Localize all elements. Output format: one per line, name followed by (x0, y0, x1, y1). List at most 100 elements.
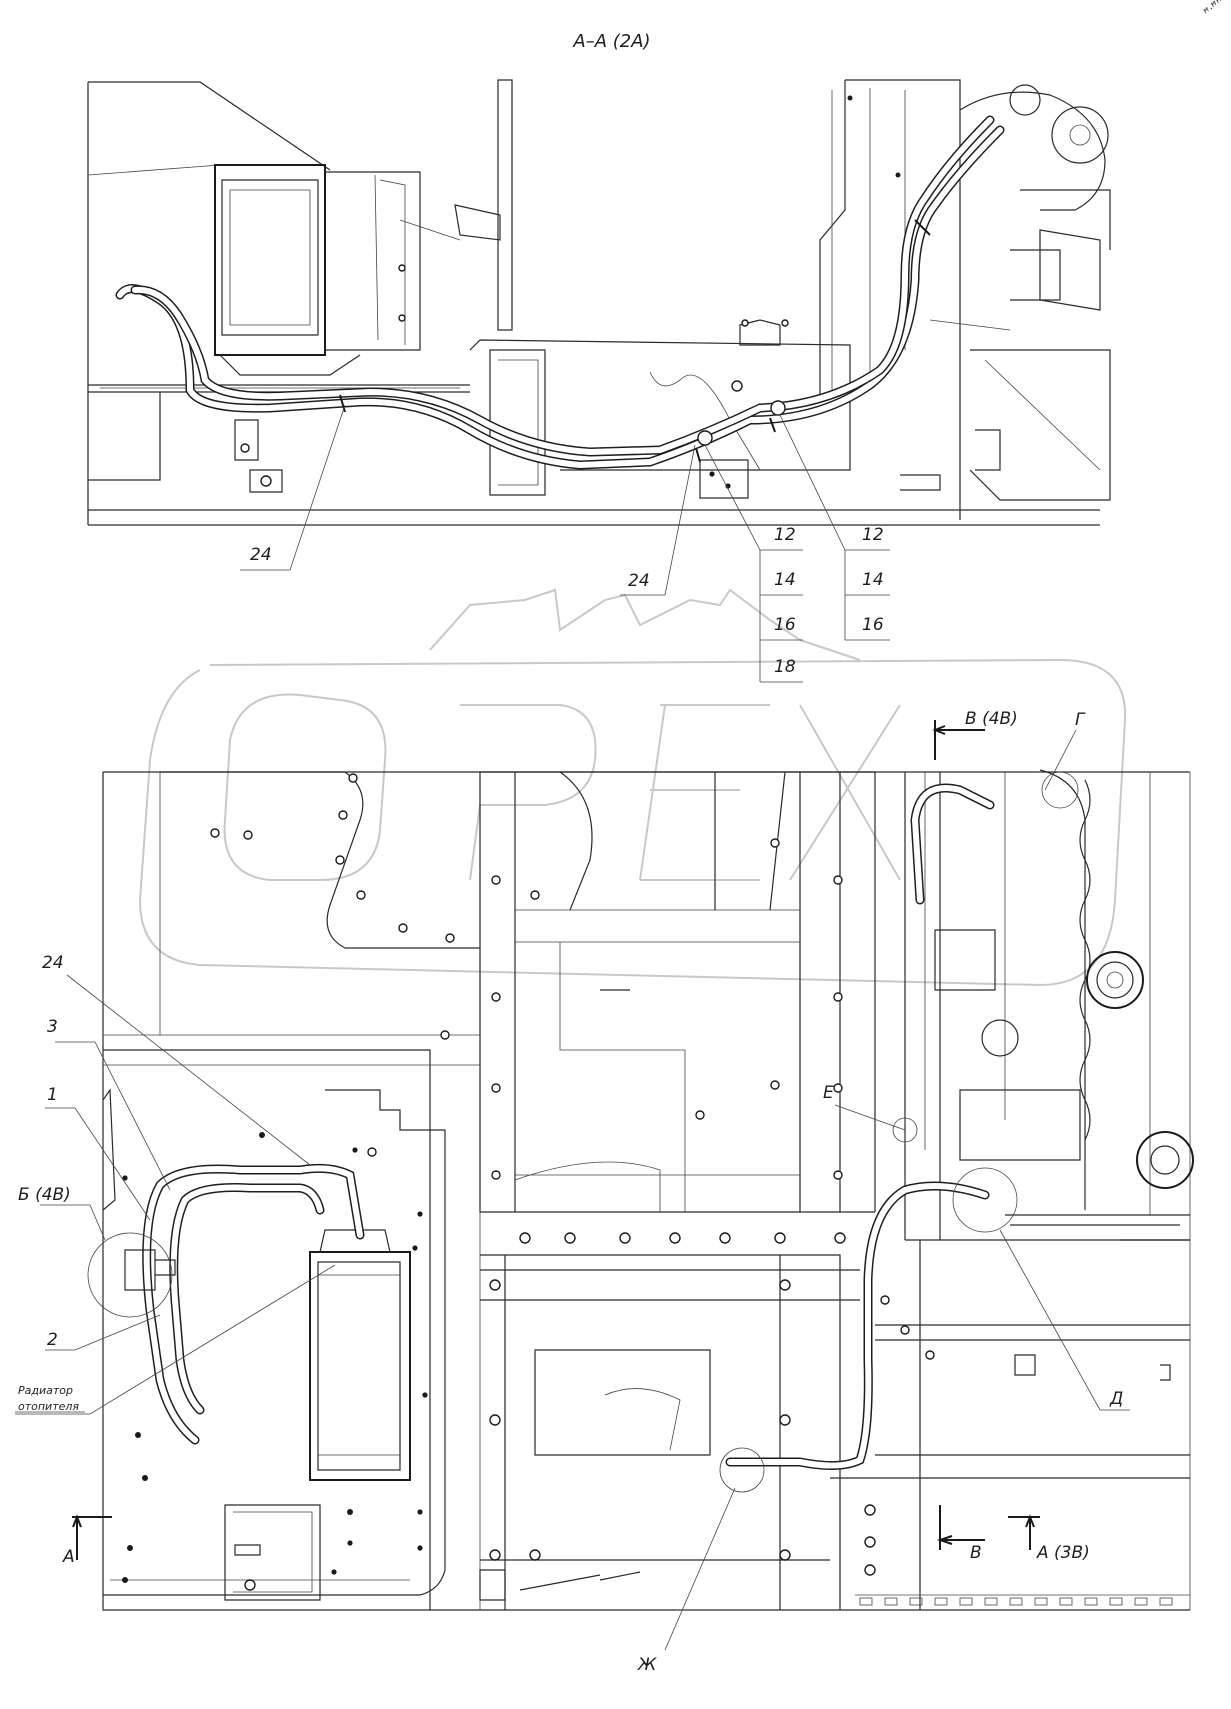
bolt-hole (210, 828, 220, 838)
bolt-hole (243, 830, 253, 840)
section-view-top (87, 79, 1111, 526)
bolt-hole (669, 1232, 681, 1244)
callout-3: 3 (47, 1017, 58, 1037)
view-mark-g: Г (1075, 710, 1086, 730)
section-marker-v: В (936, 1505, 985, 1563)
bolt-hole (489, 1279, 501, 1291)
view-mark-a3v: А (3В) (1036, 1543, 1090, 1563)
engine-pulley-lower (1136, 1131, 1194, 1189)
bolt-hole (398, 264, 406, 272)
thermostat-housing (981, 1019, 1019, 1057)
hose-pair-plan (142, 783, 995, 1470)
tooth-strip (855, 1594, 1190, 1606)
bolt-hole (695, 1110, 705, 1120)
bolt-hole (741, 319, 749, 327)
callout-stack-b-1: 12 (862, 525, 884, 545)
view-mark-v4v: В (4В) (965, 709, 1018, 729)
bolt-hole (445, 933, 455, 943)
bolt-hole (530, 890, 540, 900)
callout-stack-a-4: 18 (774, 657, 796, 677)
bolt-hole (417, 1509, 423, 1515)
engine-pulley (1051, 106, 1109, 164)
callout-stack-b-2: 14 (862, 570, 884, 590)
callout-24-left: 24 (250, 545, 272, 565)
bolt-hole (356, 890, 366, 900)
callout-stack-b-3: 16 (862, 615, 884, 635)
watermark-logo (138, 588, 1127, 987)
bolt-hole (367, 1147, 377, 1157)
detail-circle-zh (719, 1447, 765, 1493)
callout-2: 2 (47, 1330, 58, 1350)
bolt-hole (770, 838, 780, 848)
bolt-hole (731, 380, 743, 392)
hose-clamp (339, 219, 931, 463)
bolt-hole (834, 1232, 846, 1244)
bolt-hole (240, 443, 250, 453)
callout-stack-a-1: 12 (774, 525, 796, 545)
bolt-hole (833, 1083, 843, 1093)
bolt-hole (833, 992, 843, 1002)
bolt-hole (491, 875, 501, 885)
section-marker-a3v: А (3В) (1008, 1514, 1090, 1563)
bolt-hole (347, 1509, 353, 1515)
bolt-hole (833, 875, 843, 885)
callout-1: 1 (47, 1085, 58, 1105)
engine-fan-pulley (1086, 951, 1144, 1009)
bolt-hole (491, 1083, 501, 1093)
bolt-hole (338, 810, 348, 820)
bolt-hole (142, 1475, 148, 1481)
bolt-hole (529, 1549, 541, 1561)
bolt-hole (864, 1536, 876, 1548)
bolt-hole (122, 1577, 128, 1583)
bolt-hole (725, 483, 731, 489)
heater-label-line2: отопителя (18, 1400, 79, 1413)
bolt-hole (412, 1245, 418, 1251)
bolt-hole (519, 1232, 531, 1244)
heater-radiator (309, 1229, 411, 1481)
bolt-hole (847, 95, 853, 101)
bolt-hole (833, 1170, 843, 1180)
bolt-hole (774, 1232, 786, 1244)
bolt-hole (347, 1540, 353, 1546)
bolt-hole (864, 1504, 876, 1516)
bolt-hole (779, 1549, 791, 1561)
filler-cap (1009, 84, 1041, 116)
detail-circle-e (892, 1117, 918, 1143)
view-mark-d: Д (1109, 1389, 1123, 1409)
bolt-hole (779, 1414, 791, 1426)
bolt-hole (122, 1175, 128, 1181)
bolt-hole (331, 1569, 337, 1575)
detail-circle-g (1041, 771, 1079, 809)
engine-pulley-hub (1069, 124, 1091, 146)
plan-view-bottom (87, 769, 1194, 1611)
bolt-hole (925, 1350, 935, 1360)
bolt-hole (880, 1295, 890, 1305)
detail-circle-d (952, 1167, 1018, 1233)
bolt-hole (259, 1132, 265, 1138)
section-marker-v4v: В (4В) (932, 709, 1018, 760)
bolt-hole (619, 1232, 631, 1244)
callout-24-middle: 24 (628, 571, 650, 591)
bolt-hole (489, 1549, 501, 1561)
bolt-hole (135, 1432, 141, 1438)
bolt-hole (719, 1232, 731, 1244)
bolt-hole (127, 1545, 133, 1551)
bolt-hole (348, 773, 358, 783)
bolt-hole (440, 1030, 450, 1040)
section-marker-a-left: А (62, 1514, 112, 1567)
coolant-tank (224, 1504, 321, 1601)
bolt-hole (398, 923, 408, 933)
bolt-hole (900, 1325, 910, 1335)
bolt-hole (260, 475, 272, 487)
bolt-hole (895, 172, 901, 178)
view-mark-e: Е (823, 1083, 834, 1103)
bolt-hole (491, 992, 501, 1002)
view-mark-a-left: А (62, 1547, 75, 1567)
heater-label-line1: Радиатор (18, 1384, 73, 1397)
bolt-hole (398, 314, 406, 322)
hose-pair-top (115, 115, 1005, 470)
callout-stack-a-3: 16 (774, 615, 796, 635)
view-mark-zh: Ж (637, 1655, 657, 1675)
view-mark-b-side: Б (4В) (18, 1185, 71, 1205)
